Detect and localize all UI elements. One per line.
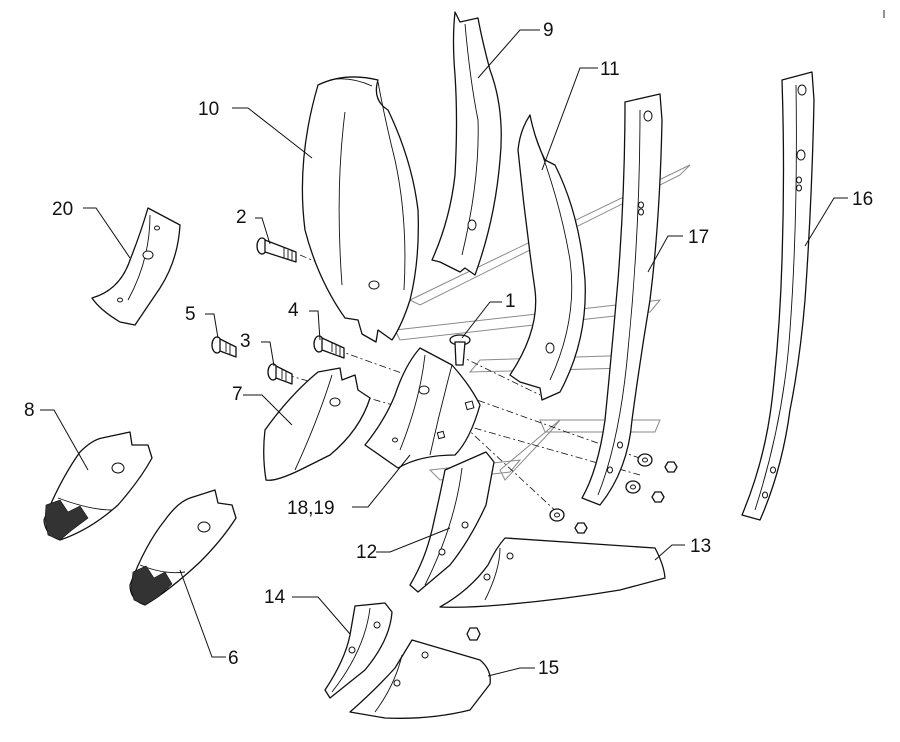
callout-6: 6 (228, 648, 239, 669)
callout-4: 4 (288, 300, 299, 321)
part-3-bolt (267, 363, 293, 385)
callout-16: 16 (852, 189, 873, 210)
callout-13: 13 (690, 536, 711, 557)
callout-20: 20 (52, 199, 73, 220)
part-1-bolt (449, 334, 471, 366)
hardware-nuts (466, 453, 678, 641)
part-7-shin (263, 367, 371, 481)
part-8-share-point (43, 431, 153, 541)
part-17-standard (581, 93, 663, 506)
part-6-share-point (129, 489, 237, 606)
part-9-strip (431, 11, 502, 276)
part-5-bolt (211, 336, 237, 358)
callout-7: 7 (232, 384, 243, 405)
callout-1: 1 (505, 291, 516, 312)
callout-5: 5 (185, 304, 196, 325)
part-14-plate (324, 602, 393, 699)
callout-11: 11 (600, 59, 620, 80)
callout-17: 17 (688, 227, 709, 248)
part-2-bolt (256, 237, 297, 263)
callout-12: 12 (356, 542, 377, 563)
part-15-plate (349, 639, 491, 719)
part-20-block (91, 207, 181, 326)
callout-8: 8 (24, 400, 35, 421)
callouts: 1 2 3 4 5 6 7 8 9 10 11 12 13 14 15 16 1… (24, 20, 873, 679)
callout-3: 3 (240, 331, 251, 352)
callout-14: 14 (264, 587, 286, 608)
callout-2: 2 (236, 207, 247, 228)
part-4-bolt (313, 335, 345, 359)
callout-9: 9 (543, 20, 554, 41)
part-12-plate (409, 451, 495, 593)
part-10-shield (301, 76, 419, 343)
callout-15: 15 (538, 658, 559, 679)
part-16-standard (741, 71, 815, 521)
part-13-plate (439, 537, 666, 608)
part-11-strip (509, 114, 586, 401)
callout-10: 10 (198, 99, 219, 120)
part-18-19-bracket (364, 347, 481, 469)
leader-lines (40, 29, 848, 677)
callout-18-19: 18,19 (287, 498, 335, 519)
